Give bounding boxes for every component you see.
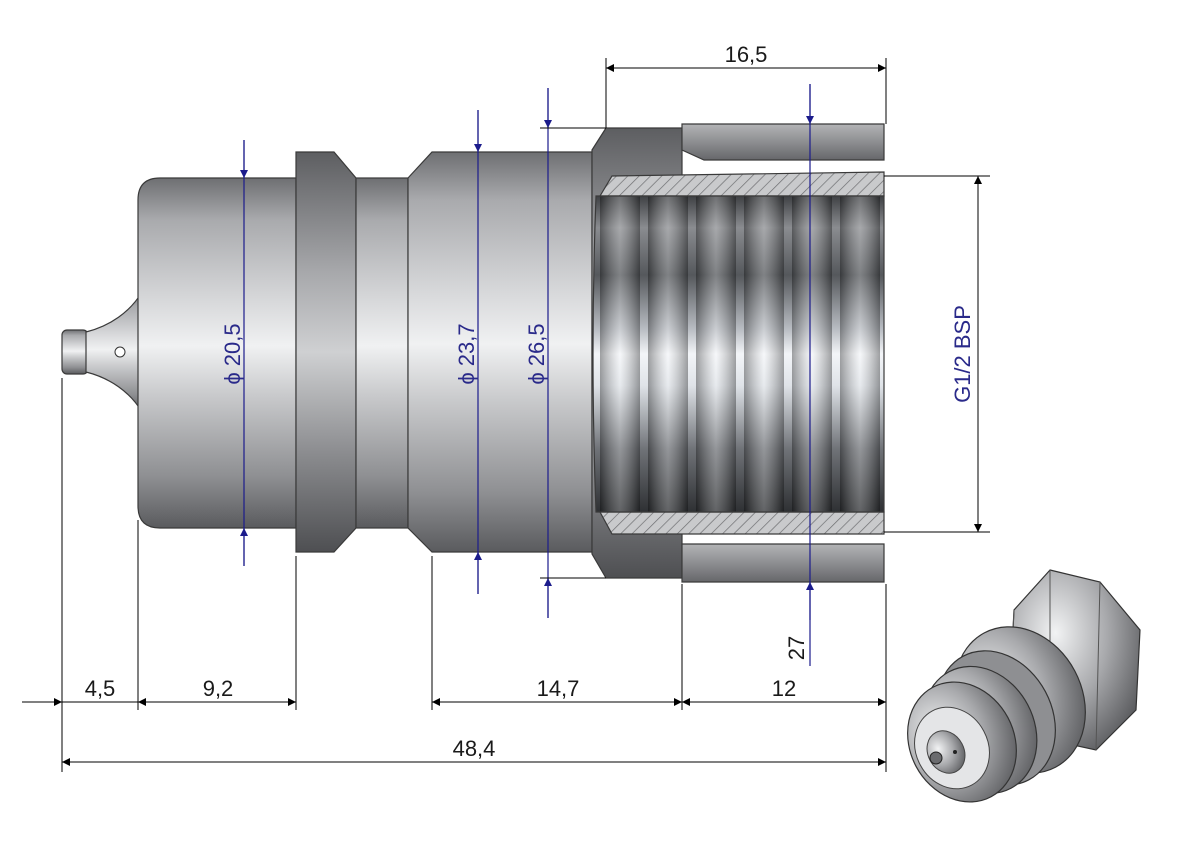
thread-ridge xyxy=(696,196,736,512)
tip-hole xyxy=(114,346,126,358)
thread-ridge xyxy=(840,196,880,512)
diameter-label-1: ϕ 20,5 xyxy=(220,323,245,384)
hex-size-label: 27 xyxy=(784,636,809,660)
thread-ridge xyxy=(792,196,832,512)
section-hatch-top xyxy=(598,171,885,197)
internal-thread xyxy=(592,195,885,513)
front-sleeve xyxy=(137,177,297,529)
thread-dimension: G1/2 BSP xyxy=(884,175,990,533)
body xyxy=(407,151,593,553)
section-hatch-bottom xyxy=(598,511,885,535)
length-d-label: 12 xyxy=(772,676,796,701)
thread-ridge xyxy=(648,196,688,512)
coupler-side-view xyxy=(61,123,885,583)
tip-pin xyxy=(61,329,89,375)
hex-bottom xyxy=(681,543,885,583)
hex-dimension: 27 xyxy=(784,84,814,666)
locking-collar xyxy=(295,151,357,553)
length-a-label: 4,5 xyxy=(85,676,116,701)
diameter-label-2: ϕ 23,7 xyxy=(454,323,479,384)
thread-ridge xyxy=(600,196,640,512)
thread-ridge xyxy=(744,196,784,512)
thread-label: G1/2 BSP xyxy=(950,305,975,403)
groove xyxy=(355,177,409,529)
length-b-label: 9,2 xyxy=(203,676,234,701)
bottom-dimensions: 4,5 9,2 14,7 12 48,4 xyxy=(22,378,887,772)
hex-top xyxy=(681,123,885,161)
diameter-label-3: ϕ 26,5 xyxy=(524,323,549,384)
overall-length-label: 48,4 xyxy=(453,736,496,761)
top-length-label: 16,5 xyxy=(725,42,768,67)
tip-cone xyxy=(85,289,143,415)
length-c-label: 14,7 xyxy=(537,676,580,701)
diameter-dimensions: ϕ 20,5 ϕ 23,7 ϕ 26,5 xyxy=(220,88,606,618)
quick-coupler-isometric-icon xyxy=(907,569,1141,803)
top-dimension: 16,5 xyxy=(605,42,887,128)
